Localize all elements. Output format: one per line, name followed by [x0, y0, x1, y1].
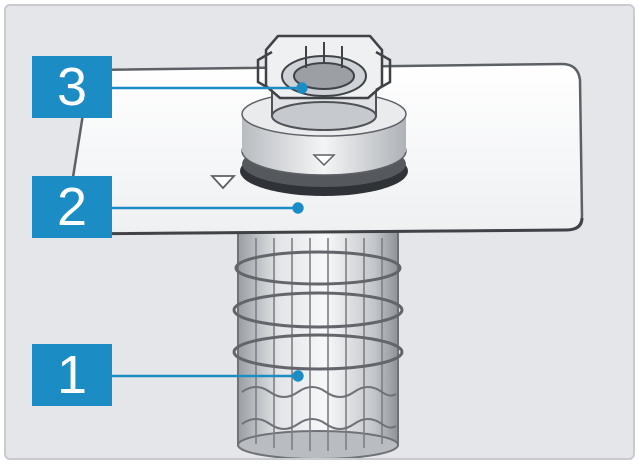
callout-2: 2 [32, 176, 112, 238]
coarse-filter [232, 229, 404, 458]
leader-dot-1 [292, 370, 304, 382]
leader-dot-2 [292, 202, 304, 214]
fine-filter [240, 34, 408, 196]
leader-lines [110, 82, 308, 382]
leader-dot-3 [296, 82, 308, 94]
callout-1: 1 [32, 344, 112, 406]
callout-3: 3 [32, 56, 112, 118]
figure-frame: 3 2 1 [4, 4, 635, 460]
filter-assembly-illustration [62, 34, 584, 458]
